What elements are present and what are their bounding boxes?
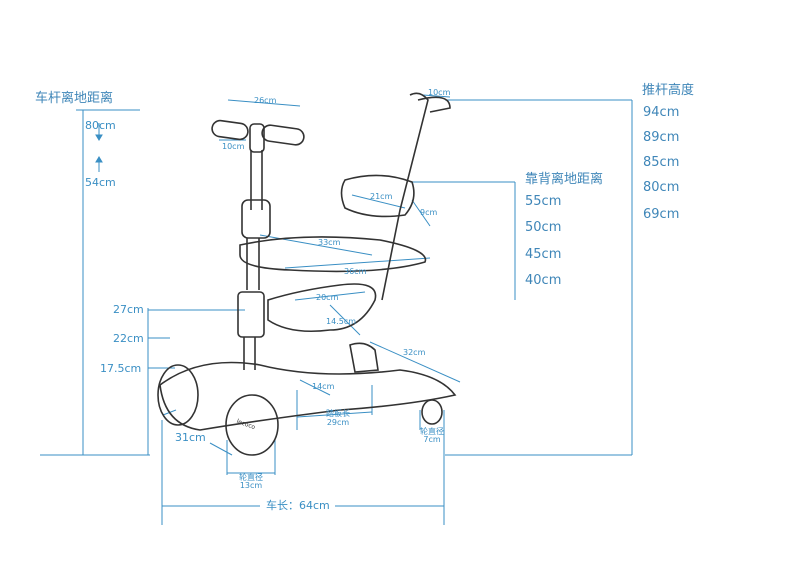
- push-height-3: 85cm: [643, 155, 680, 170]
- handlebar-height-min: 54cm: [85, 176, 116, 189]
- backrest-width-label: 21cm: [370, 192, 393, 201]
- push-height-title: 推杆高度: [642, 83, 695, 98]
- front-width-label: 31cm: [175, 431, 206, 444]
- push-height-5: 69cm: [643, 207, 680, 222]
- front-wheel-label: 13cm: [239, 481, 263, 490]
- backrest-height-title: 靠背离地距离: [525, 172, 604, 187]
- deck-length-label: 29cm: [326, 418, 350, 427]
- backrest-height-3: 45cm: [525, 247, 562, 262]
- bar-outer-label: 36cm: [344, 267, 367, 276]
- backrest-height-1: 55cm: [525, 194, 562, 209]
- total-length-label: 车长：64cm: [266, 499, 330, 512]
- deck-length-title: 踏板长: [326, 409, 350, 418]
- push-height-2: 89cm: [643, 130, 680, 145]
- handlebar-width-label: 26cm: [254, 96, 277, 105]
- grip-length-label: 10cm: [222, 142, 245, 151]
- rear-wheel-label: 7cm: [423, 435, 441, 444]
- bar-inner-label: 33cm: [318, 238, 341, 247]
- backrest-height-4: 40cm: [525, 273, 562, 288]
- seat-width-label: 20cm: [316, 293, 339, 302]
- seat-height-2: 22cm: [113, 332, 144, 345]
- push-height-4: 80cm: [643, 180, 680, 195]
- backrest-height-label: 9cm: [420, 208, 438, 217]
- dimension-lines: [40, 94, 633, 525]
- seat-depth-label: 14.5cm: [326, 317, 357, 326]
- seat-height-1: 27cm: [113, 303, 144, 316]
- deck-width-label: 14cm: [312, 382, 335, 391]
- scooter-sketch: [157, 92, 457, 456]
- rear-width-label: 32cm: [403, 348, 426, 357]
- rear-wheel-title: 轮直径: [420, 427, 444, 436]
- push-height-1: 94cm: [643, 105, 680, 120]
- handlebar-height-max: 80cm: [85, 119, 116, 132]
- push-grip-label: 10cm: [428, 88, 451, 97]
- backrest-height-2: 50cm: [525, 220, 562, 235]
- handlebar-height-title: 车杆离地距离: [35, 91, 114, 106]
- seat-height-3: 17.5cm: [100, 362, 142, 375]
- front-wheel-title: 轮直径: [239, 473, 263, 482]
